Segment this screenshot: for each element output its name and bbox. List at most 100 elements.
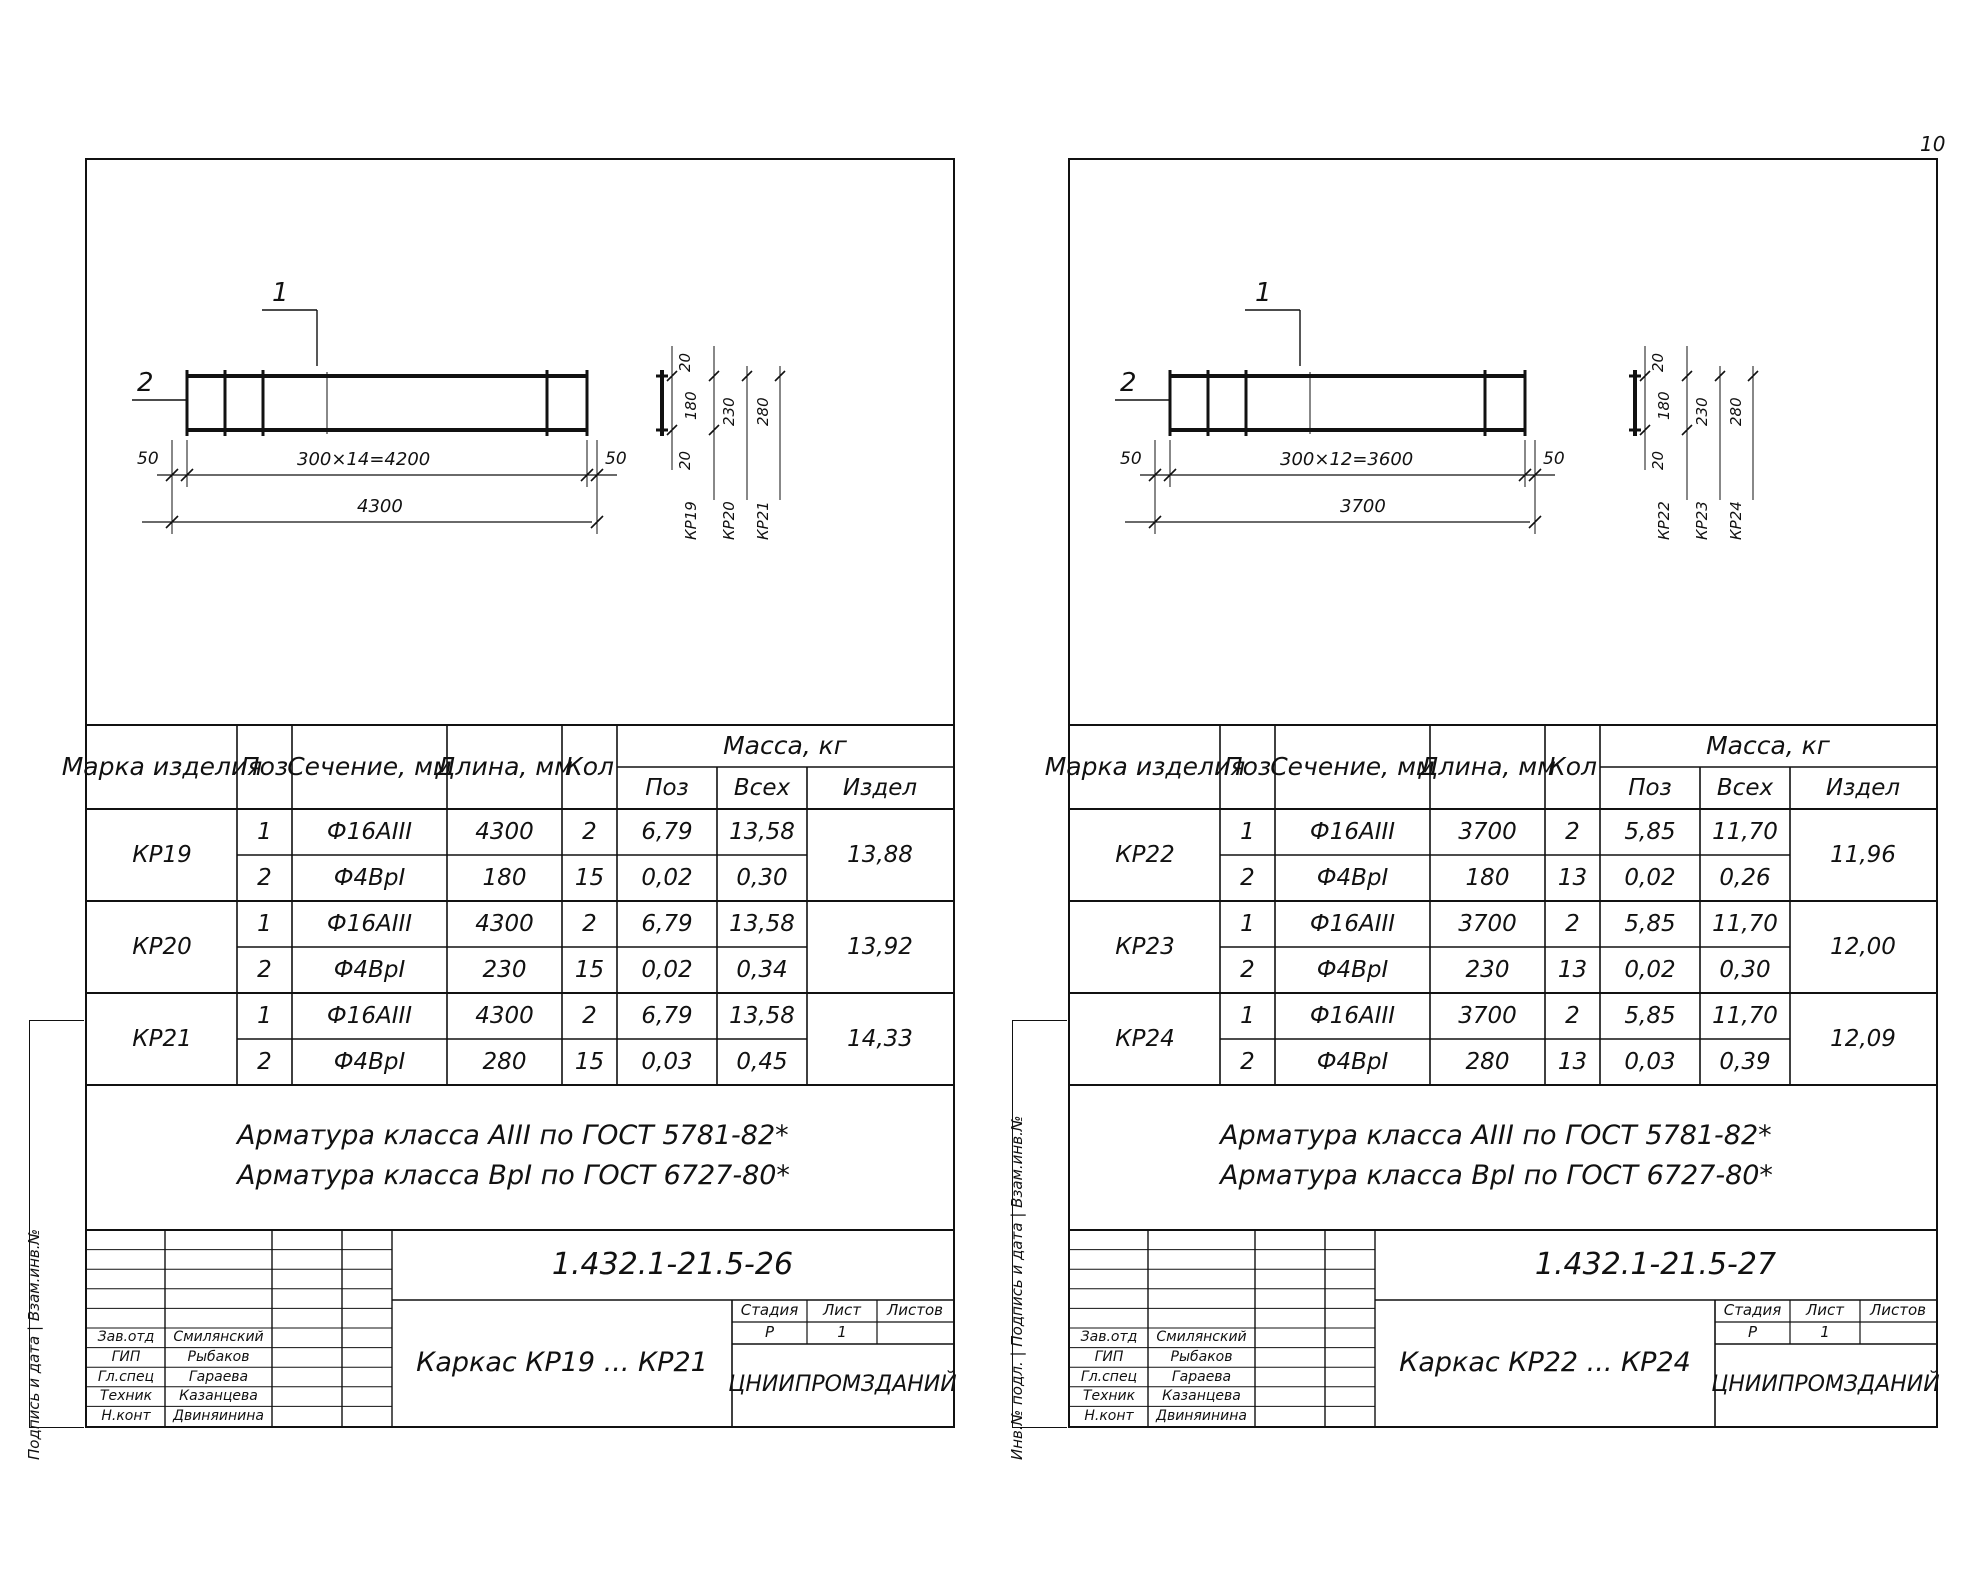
line-mass-pos: 0,03 — [641, 1048, 693, 1075]
col-header-pos: Поз — [1223, 751, 1272, 781]
stamp-sheets-label: Листов — [886, 1301, 944, 1320]
line-length: 4300 — [475, 818, 534, 845]
signer-name: Двиняинина — [173, 1407, 264, 1424]
line-pos: 2 — [257, 1048, 272, 1075]
col-header-mark: Марка изделия — [1044, 751, 1246, 781]
line-mass-pos: 0,03 — [1624, 1048, 1676, 1075]
col-header-pos: Поз — [240, 751, 289, 781]
dim-tick — [1528, 515, 1542, 529]
signer-role: Гл.спец — [1080, 1368, 1138, 1385]
signer-name: Казанцева — [1162, 1388, 1241, 1405]
dim-tick — [741, 370, 753, 382]
dim-tick — [580, 468, 594, 482]
col-header-mass-pos: Поз — [645, 774, 689, 801]
col-header-length: Длина, мм — [435, 751, 574, 781]
dim-tick — [1681, 370, 1693, 382]
line-section: Ф16АIII — [326, 818, 413, 845]
line-mass-all: 0,30 — [1719, 956, 1771, 983]
line-length: 180 — [482, 864, 527, 891]
note-rebar-a3: Арматура класса АIII по ГОСТ 5781-82* — [1220, 1120, 1772, 1151]
line-mass-pos: 0,02 — [1624, 864, 1676, 891]
stamp-status-value: Р — [764, 1323, 775, 1342]
line-section: Ф4ВрI — [333, 956, 406, 983]
line-length: 3700 — [1458, 818, 1517, 845]
dim-tick — [1747, 370, 1759, 382]
row-item-mass: 13,92 — [847, 933, 913, 960]
drawing-lines — [1070, 309, 1936, 1426]
note-rebar-a3: Арматура класса АIII по ГОСТ 5781-82* — [237, 1120, 789, 1151]
stamp-status-value: Р — [1747, 1323, 1758, 1342]
stamp-sheets-label: Листов — [1869, 1301, 1927, 1320]
signer-role: Н.конт — [1084, 1407, 1134, 1424]
line-length: 280 — [482, 1048, 527, 1075]
line-length: 4300 — [475, 910, 534, 937]
line-section: Ф4ВрI — [333, 864, 406, 891]
line-mass-all: 0,26 — [1719, 864, 1771, 891]
line-pos: 1 — [257, 910, 272, 937]
dim-total-label: 3700 — [1340, 496, 1386, 517]
line-qty: 15 — [574, 864, 605, 891]
signer-name: Гараева — [1171, 1368, 1232, 1385]
page-number: 10 — [1920, 132, 1946, 156]
dim-tick — [1639, 370, 1651, 382]
drawing-title: Каркас КР19 ... КР21 — [416, 1346, 708, 1378]
section-mid-label: 180 — [682, 391, 700, 420]
section-h1-label: 230 — [720, 397, 738, 426]
line-qty: 15 — [574, 1048, 605, 1075]
drawing-lines — [87, 309, 953, 1426]
section-h2-label: 280 — [1727, 397, 1745, 426]
note-rebar-vr1: Арматура класса ВрI по ГОСТ 6727-80* — [1220, 1160, 1773, 1191]
dim-tick — [1681, 424, 1693, 436]
section-mid-label: 180 — [1655, 391, 1673, 420]
dim-total-label: 4300 — [357, 496, 403, 517]
line-mass-pos: 6,79 — [641, 1002, 693, 1029]
dim-tick — [590, 515, 604, 529]
dim-spacing-label: 300×12=3600 — [1280, 449, 1414, 470]
callout-2-label: 2 — [1120, 368, 1137, 398]
row-item-mass: 14,33 — [847, 1025, 913, 1052]
line-pos: 1 — [257, 818, 272, 845]
col-header-section: Сечение, мм — [287, 751, 452, 781]
line-length: 280 — [1465, 1048, 1510, 1075]
dim-tick — [666, 370, 678, 382]
dim-tick — [590, 468, 604, 482]
dim-tick — [1714, 370, 1726, 382]
line-mass-all: 11,70 — [1712, 818, 1778, 845]
section-h1-label: 230 — [1693, 397, 1711, 426]
line-length: 180 — [1465, 864, 1510, 891]
line-section: Ф4ВрI — [1316, 1048, 1389, 1075]
section-k3-label: КР24 — [1727, 501, 1745, 540]
col-header-qty: Кол — [564, 751, 615, 781]
dim-tick — [666, 424, 678, 436]
section-bot-label: 20 — [1649, 450, 1667, 470]
signer-role: Техник — [1082, 1388, 1136, 1405]
line-mass-all: 0,39 — [1719, 1048, 1771, 1075]
line-qty: 2 — [582, 818, 597, 845]
line-qty: 2 — [1565, 1002, 1580, 1029]
line-mass-all: 0,45 — [736, 1048, 788, 1075]
signer-name: Рыбаков — [187, 1349, 250, 1366]
dim-spacing-label: 300×14=4200 — [297, 449, 431, 470]
line-qty: 2 — [582, 1002, 597, 1029]
dim-left-label: 50 — [1120, 449, 1142, 469]
signer-name: Смилянский — [173, 1329, 264, 1346]
line-pos: 1 — [1240, 818, 1255, 845]
row-item-mass: 11,96 — [1830, 841, 1896, 868]
line-mass-pos: 6,79 — [641, 818, 693, 845]
col-header-mass-item: Издел — [1825, 774, 1901, 801]
document-code: 1.432.1-21.5-27 — [1534, 1247, 1777, 1283]
line-mass-pos: 0,02 — [641, 956, 693, 983]
line-length: 230 — [482, 956, 527, 983]
signer-role: ГИП — [111, 1349, 141, 1366]
col-header-length: Длина, мм — [1418, 751, 1557, 781]
signer-role: Зав.отд — [97, 1329, 155, 1346]
note-rebar-vr1: Арматура класса ВрI по ГОСТ 6727-80* — [237, 1160, 790, 1191]
line-mass-pos: 5,85 — [1624, 818, 1676, 845]
line-section: Ф16АIII — [1309, 910, 1396, 937]
col-header-mass-item: Издел — [842, 774, 918, 801]
stamp-sheet-label: Лист — [822, 1301, 861, 1320]
col-header-mass-all: Всех — [733, 774, 791, 801]
line-pos: 2 — [1240, 864, 1255, 891]
line-pos: 1 — [1240, 1002, 1255, 1029]
